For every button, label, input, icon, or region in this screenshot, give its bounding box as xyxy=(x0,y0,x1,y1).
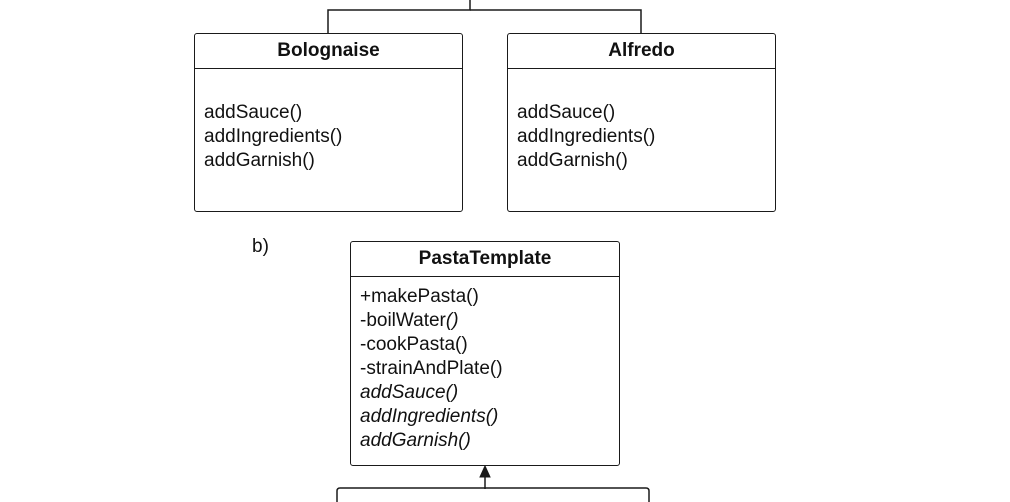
class-operations: addSauce() addIngredients() addGarnish() xyxy=(195,69,462,173)
operation-text: -boilWater xyxy=(360,310,446,331)
operation-cook-pasta: -cookPasta() xyxy=(360,333,619,357)
operation-make-pasta: +makePasta() xyxy=(360,285,619,309)
operation: addIngredients() xyxy=(517,126,656,147)
operation: addSauce() xyxy=(204,102,303,123)
operation-text: +makePasta() xyxy=(360,286,479,307)
inheritance-arrow-head xyxy=(479,464,491,478)
class-operations: +makePasta() -boilWater() -cookPasta() -… xyxy=(351,277,619,453)
operation-text: -strainAndPlate() xyxy=(360,358,503,379)
section-label-b: b) xyxy=(252,236,269,257)
connector-to-bolognaise xyxy=(327,0,471,33)
class-pasta-template: PastaTemplate +makePasta() -boilWater() … xyxy=(350,241,620,466)
child-class-box-top xyxy=(336,487,650,502)
operation: addSauce() xyxy=(517,102,616,123)
class-name: PastaTemplate xyxy=(351,242,619,277)
operation: addGarnish() xyxy=(517,150,628,171)
class-name: Alfredo xyxy=(508,34,775,69)
operation: addGarnish() xyxy=(204,150,315,171)
operation-text: -cookPasta() xyxy=(360,334,468,355)
operation-strain-and-plate: -strainAndPlate() xyxy=(360,357,619,381)
class-bolognaise: Bolognaise addSauce() addIngredients() a… xyxy=(194,33,463,212)
abstract-operation: addIngredients() xyxy=(360,406,499,427)
class-operations: addSauce() addIngredients() addGarnish() xyxy=(508,69,775,173)
connector-to-alfredo xyxy=(470,9,642,33)
class-name: Bolognaise xyxy=(195,34,462,69)
abstract-operation: addSauce() xyxy=(360,382,459,403)
operation-boil-water: -boilWater() xyxy=(360,309,619,333)
operation-suffix: () xyxy=(445,310,459,331)
operation: addIngredients() xyxy=(204,126,343,147)
class-alfredo: Alfredo addSauce() addIngredients() addG… xyxy=(507,33,776,212)
abstract-operation: addGarnish() xyxy=(360,430,471,451)
